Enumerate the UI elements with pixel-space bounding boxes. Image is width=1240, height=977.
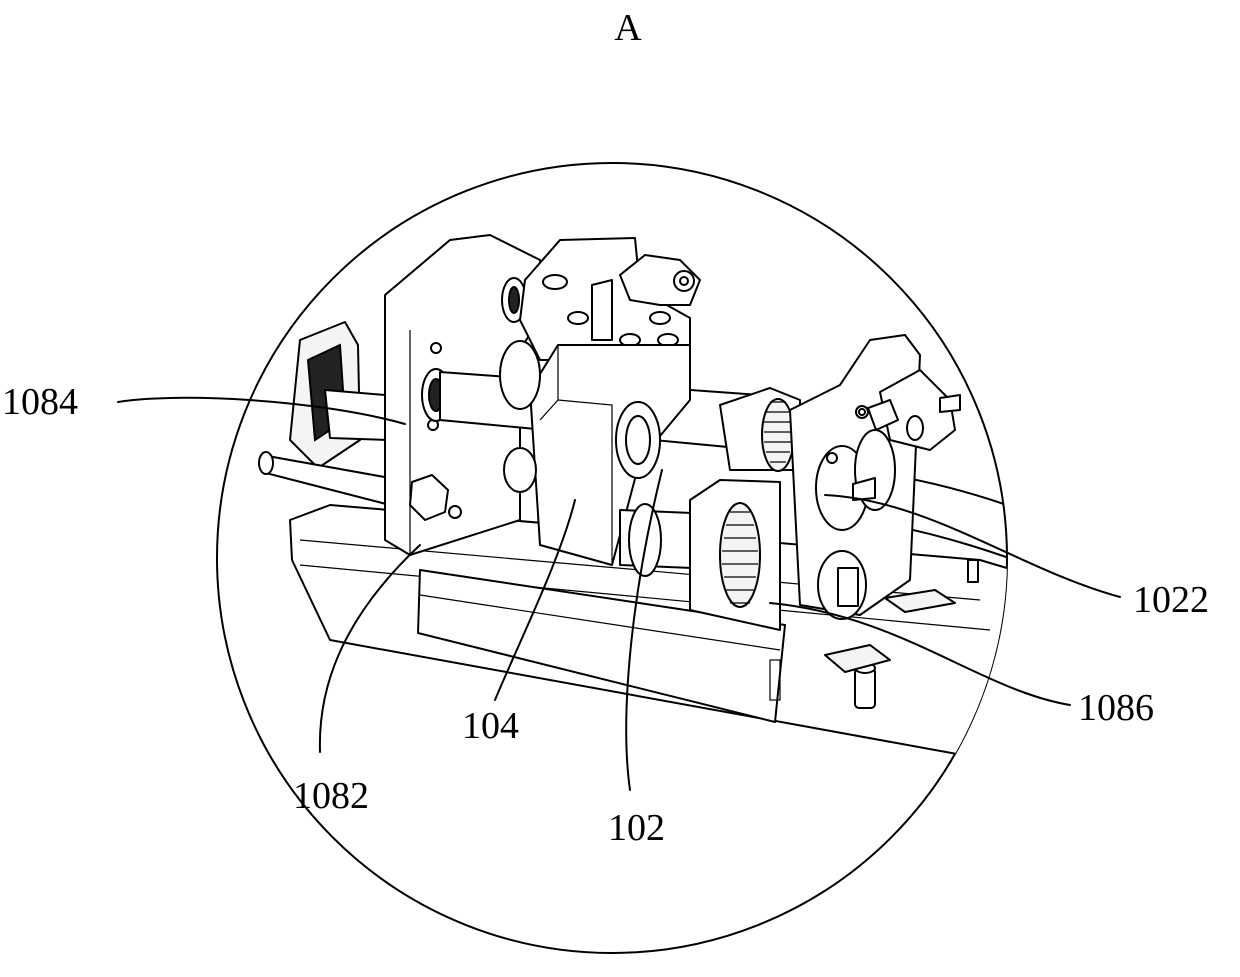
lower-gear xyxy=(720,503,760,607)
mechanism-drawing xyxy=(259,235,1090,760)
callout-1022: 1022 xyxy=(1133,579,1209,621)
callout-1084: 1084 xyxy=(2,381,78,423)
callout-1082: 1082 xyxy=(293,775,369,817)
callout-102: 102 xyxy=(608,807,665,849)
view-label: A xyxy=(614,7,642,49)
callout-1086: 1086 xyxy=(1078,687,1154,729)
callout-104: 104 xyxy=(462,705,519,747)
